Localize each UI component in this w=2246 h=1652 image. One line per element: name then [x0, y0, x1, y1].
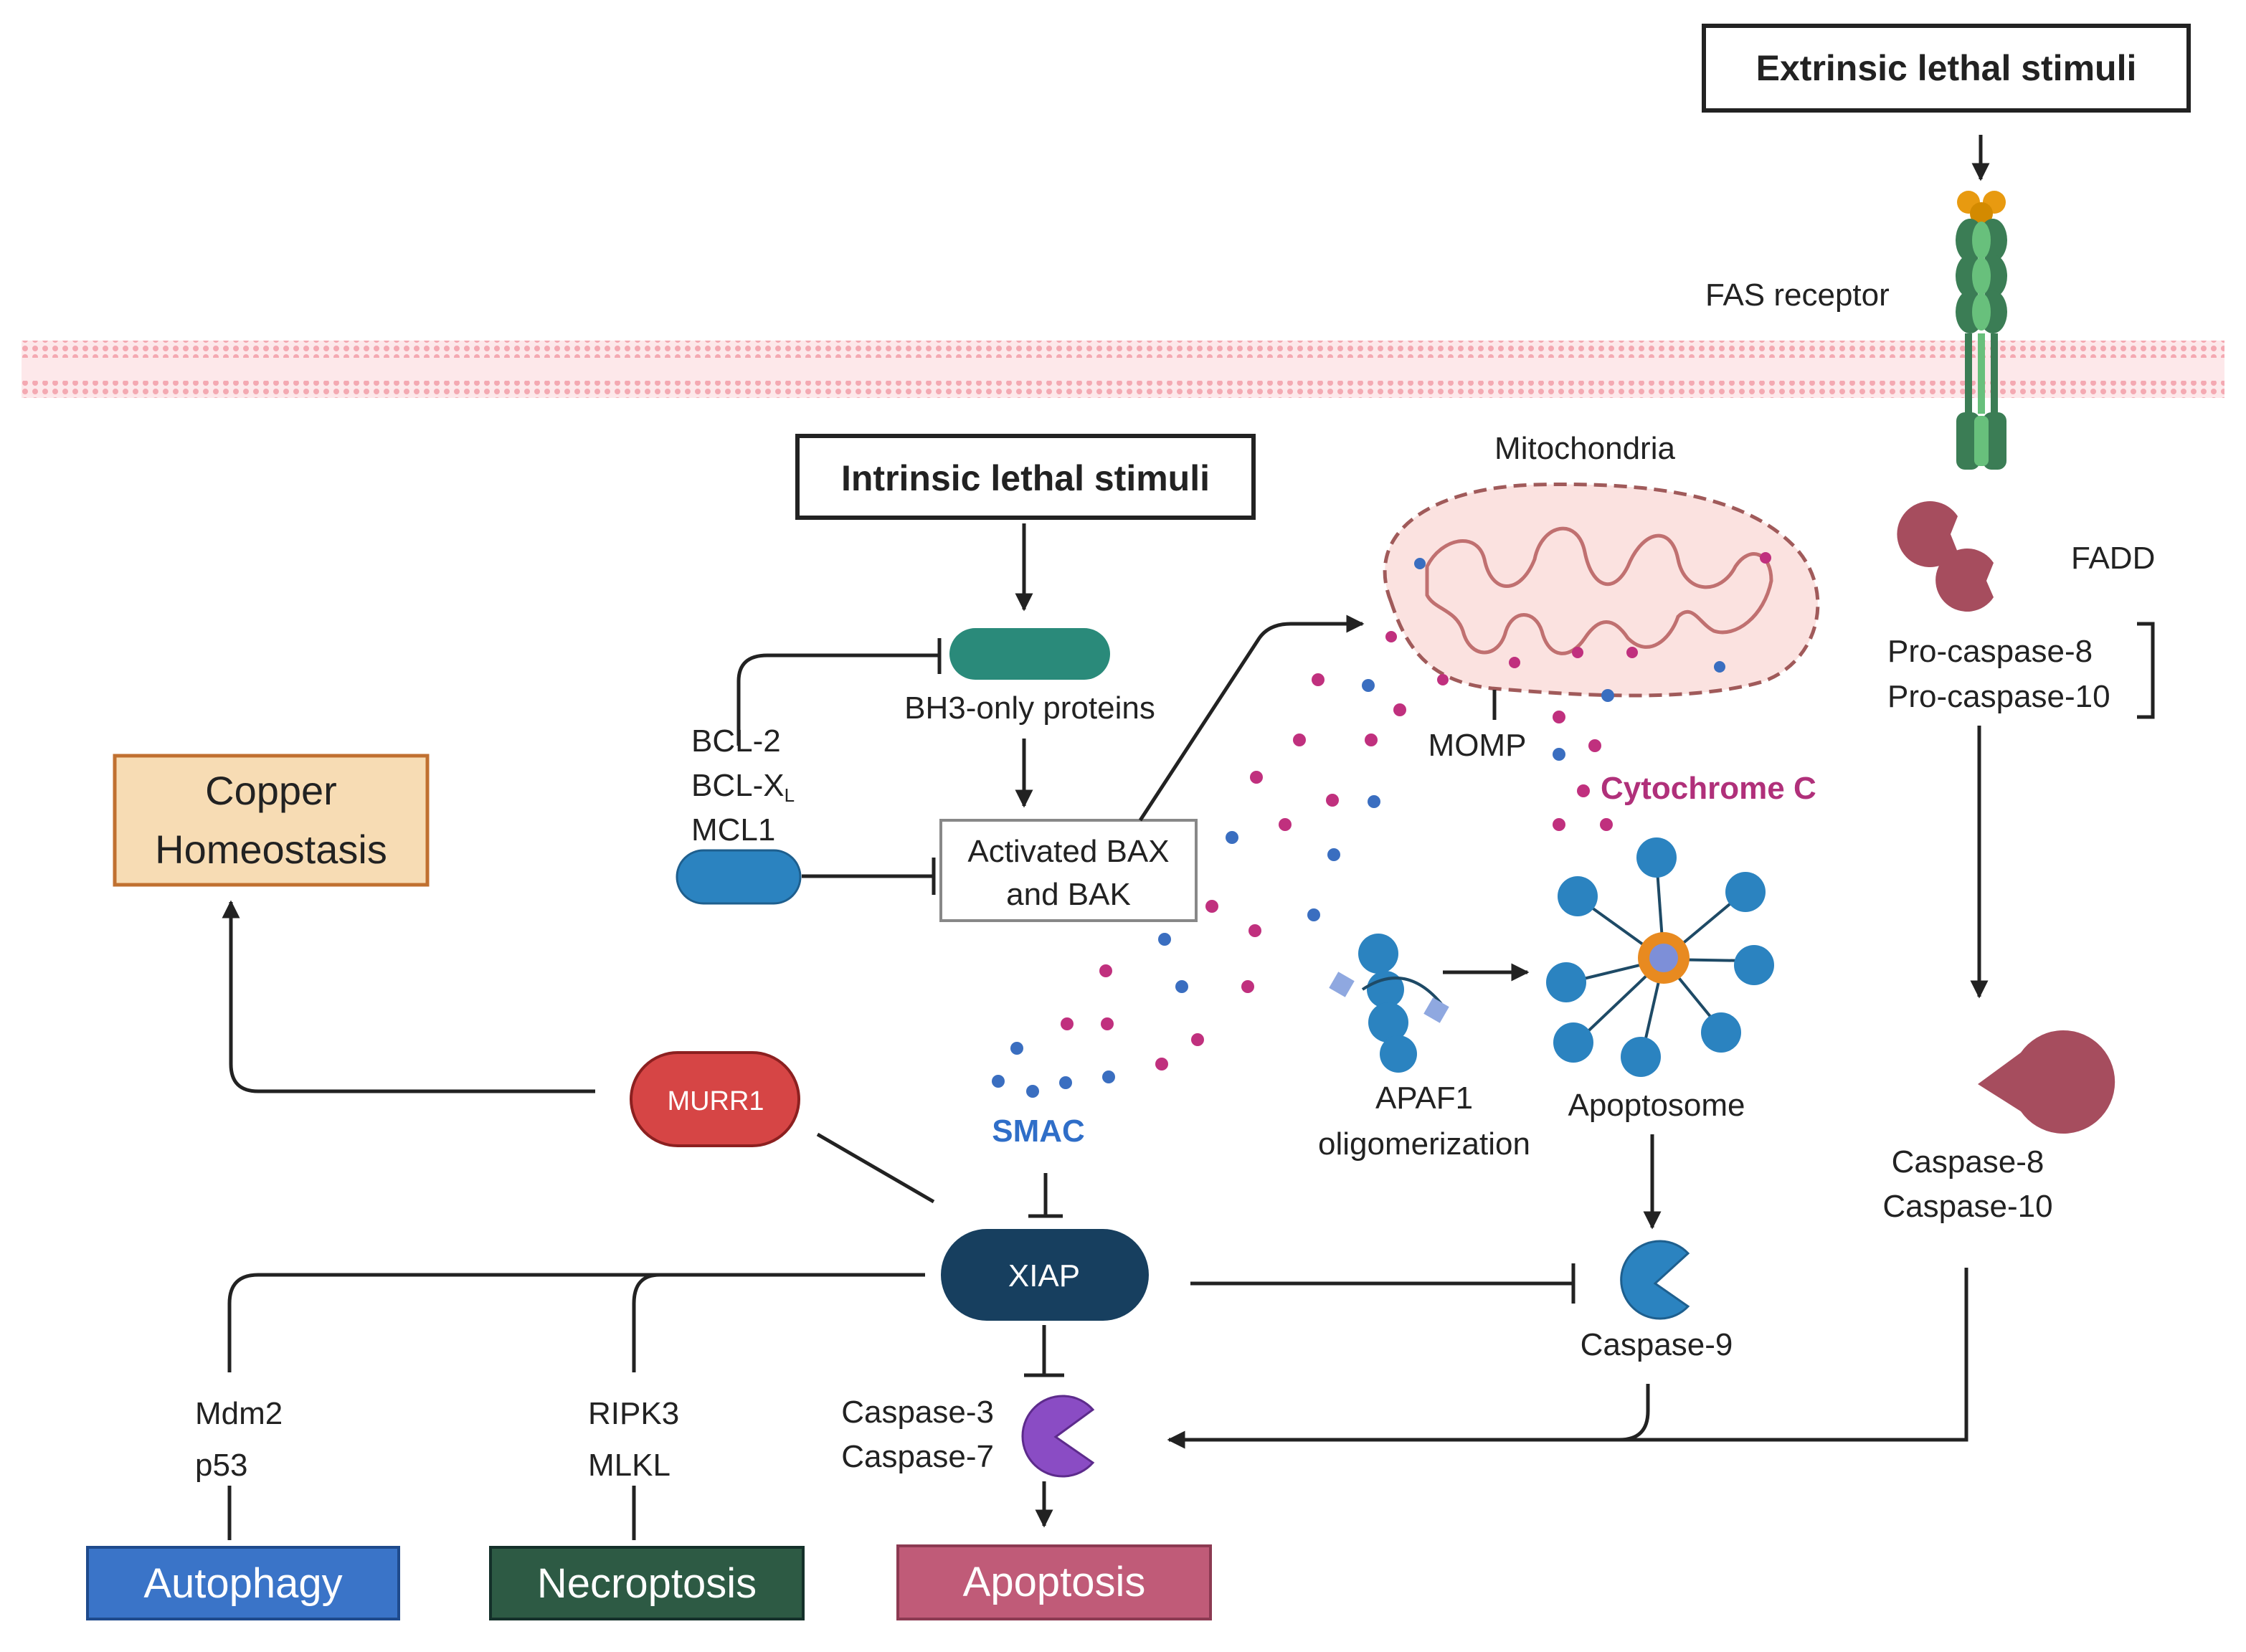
copper-homeostasis-box [113, 754, 430, 887]
mcl1-label: MCL1 [691, 812, 775, 848]
cytochrome-c-dot [1577, 784, 1590, 797]
extrinsic-stimuli-label: Extrinsic lethal stimuli [1756, 48, 2137, 88]
bclxl-label: BCL-XL [691, 768, 795, 806]
bclxl-base: BCL-X [691, 768, 785, 803]
caspase-10-label: Caspase-10 [1882, 1189, 2052, 1224]
autophagy-label: Autophagy [143, 1560, 342, 1607]
mcl1-icon [676, 849, 802, 905]
pro-caspase-10-label: Pro-caspase-10 [1887, 679, 2110, 714]
fas-receptor-icon [1956, 191, 2007, 470]
caspase-9-label: Caspase-9 [1581, 1327, 1733, 1362]
bax-bak-label-1: Activated BAX [967, 834, 1169, 869]
caspase-7-label: Caspase-7 [841, 1439, 994, 1474]
line-murr1-to-xiap [816, 1132, 935, 1204]
caspase-9-icon [1620, 1240, 1690, 1320]
arrow-baxbak-to-mitochondria [1138, 614, 1365, 822]
mdm2-label: Mdm2 [195, 1396, 283, 1431]
copper-homeostasis-label-2: Homeostasis [155, 827, 387, 872]
caspase-8-icon [1978, 1030, 2115, 1134]
apaf1-label-2: oligomerization [1318, 1126, 1530, 1162]
inhibit-xiap-to-caspase3 [1024, 1325, 1064, 1377]
cytochrome-c-label: Cytochrome C [1601, 771, 1816, 806]
bax-bak-label-2: and BAK [1006, 877, 1131, 912]
mitochondria-icon [1383, 482, 1820, 698]
pro-caspase-8-label: Pro-caspase-8 [1887, 634, 2093, 669]
inhibit-mcl1-to-baxbak [802, 858, 936, 895]
pro-caspase-bracket [2137, 622, 2155, 719]
fadd-label: FADD [2071, 541, 2155, 576]
xiap-label: XIAP [1008, 1258, 1080, 1293]
smac-label: SMAC [992, 1114, 1085, 1149]
apaf1-icon [1329, 934, 1449, 1073]
necroptosis-label: Necroptosis [537, 1560, 757, 1607]
intrinsic-stimuli-box: Intrinsic lethal stimuli [795, 434, 1256, 520]
line-caspase9-to-caspase3 [1219, 1384, 1650, 1442]
ripk3-label: RIPK3 [588, 1396, 679, 1431]
cell-membrane [22, 341, 2224, 398]
caspase-3-label: Caspase-3 [841, 1395, 994, 1430]
line-xiap-to-mdm2 [227, 1273, 925, 1372]
apoptosis-box [896, 1544, 1212, 1620]
bax-bak-box [939, 819, 1198, 922]
caspase-3-icon [1021, 1395, 1095, 1478]
murr1-node [630, 1051, 800, 1147]
apoptosome-icon [1546, 837, 1774, 1077]
caspase-8-label: Caspase-8 [1892, 1144, 2044, 1179]
bcl2-label: BCL-2 [691, 723, 781, 759]
apoptosome-label: Apoptosome [1568, 1088, 1745, 1123]
bh3-only-proteins-label: BH3-only proteins [904, 690, 1155, 726]
extrinsic-stimuli-box: Extrinsic lethal stimuli [1702, 24, 2191, 113]
copper-homeostasis-label-1: Copper [205, 768, 337, 813]
mitochondria-label: Mitochondria [1494, 431, 1675, 466]
inhibit-smac-to-xiap [1028, 1173, 1063, 1218]
autophagy-box [86, 1546, 400, 1620]
bh3-only-proteins-icon [949, 628, 1110, 680]
inhibit-xiap-to-caspase9 [1190, 1263, 1575, 1304]
fadd-icon [1897, 501, 1994, 612]
mlkl-label: MLKL [588, 1448, 671, 1483]
inhibit-bcl2-to-bh3 [736, 638, 942, 746]
apoptosis-label: Apoptosis [963, 1559, 1146, 1605]
arrow-murr1-to-copper [222, 900, 595, 1093]
arrow-caspase8-to-caspase3 [1167, 1268, 1968, 1449]
murr1-label: MURR1 [667, 1086, 764, 1116]
apaf1-label-1: APAF1 [1375, 1081, 1473, 1116]
intrinsic-stimuli-label: Intrinsic lethal stimuli [841, 458, 1210, 498]
bclxl-sub: L [785, 784, 795, 806]
xiap-node [941, 1229, 1149, 1321]
momp-label: MOMP [1428, 728, 1527, 763]
released-protein-dots [992, 673, 1614, 1098]
fas-receptor-label: FAS receptor [1705, 277, 1890, 313]
line-xiap-to-ripk3 [632, 1273, 925, 1372]
p53-label: p53 [195, 1448, 247, 1483]
necroptosis-box [489, 1546, 805, 1620]
